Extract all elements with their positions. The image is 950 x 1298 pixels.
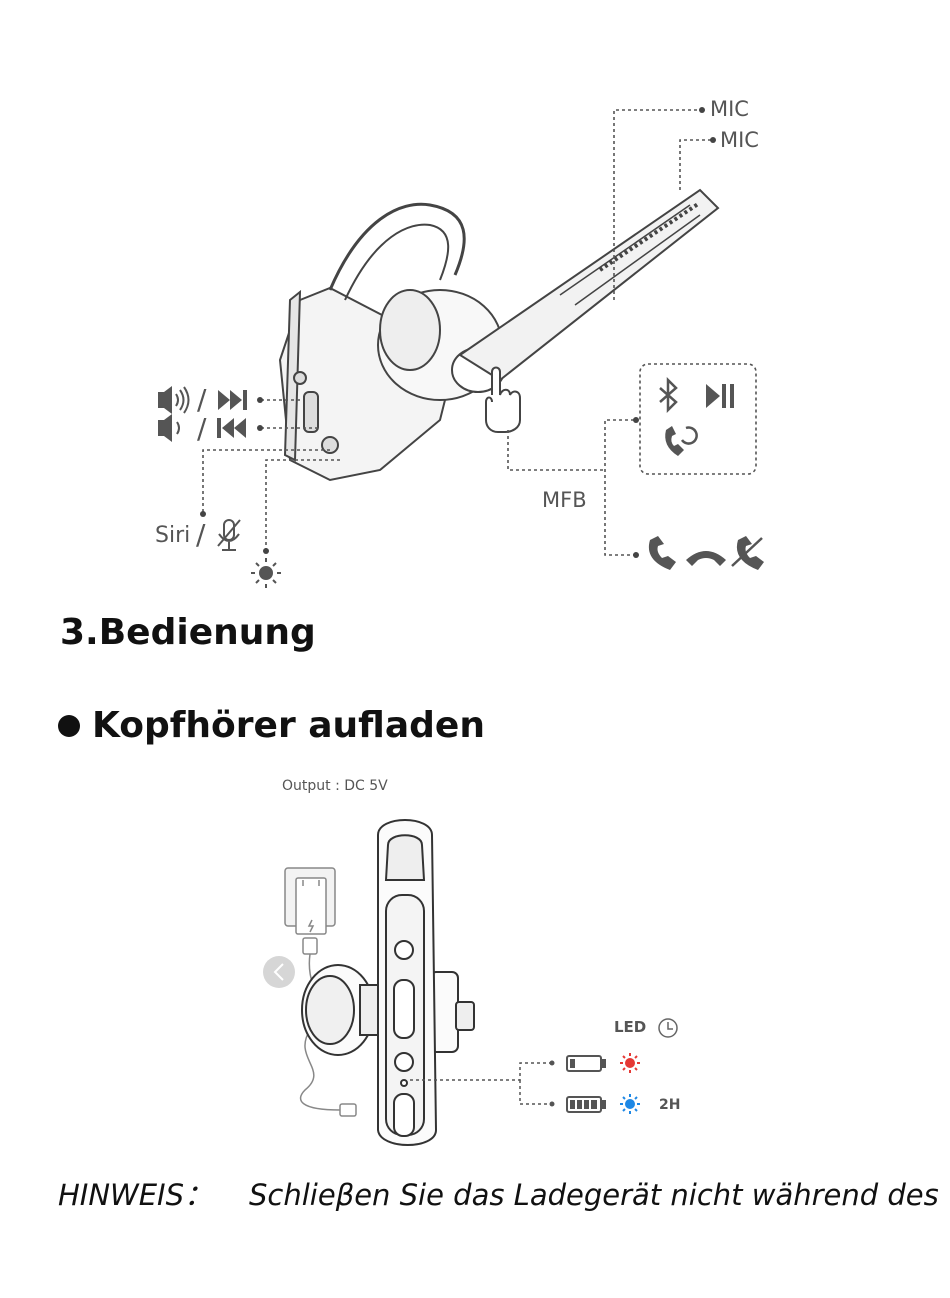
battery-low-icon xyxy=(566,1055,606,1072)
hang-up-icon xyxy=(686,551,726,566)
note-label: HINWEIS： xyxy=(58,1178,214,1212)
siri-label: Siri xyxy=(155,523,191,548)
output-label: Output : DC 5V xyxy=(282,778,388,794)
play-pause-icon xyxy=(706,384,734,408)
mic-mute-icon xyxy=(217,519,241,551)
reject-call-icon xyxy=(731,536,764,570)
note-line: HINWEIS： Schlieβen Sie das Ladegerät nich… xyxy=(58,1172,939,1214)
note-text: Schlieβen Sie das Ladegerät nicht währen… xyxy=(249,1178,939,1212)
section-heading-operation: 3.Bedienung xyxy=(60,612,316,653)
volume-up-icon xyxy=(158,386,190,414)
call-switch-icon xyxy=(665,426,698,456)
previous-track-icon xyxy=(217,418,246,438)
battery-full-icon xyxy=(566,1096,606,1113)
clock-icon xyxy=(658,1018,678,1038)
charge-duration-label: 2H xyxy=(659,1097,681,1113)
blue-led-icon xyxy=(620,1094,640,1114)
headset-side-view xyxy=(301,819,475,1146)
headset-diagram xyxy=(158,107,764,588)
mfb-label: MFB xyxy=(542,488,587,512)
mic-label-1: MIC xyxy=(710,97,749,121)
section-heading-charging: Kopfhörer aufladen xyxy=(58,705,485,746)
answer-call-icon xyxy=(648,536,676,570)
bullet-icon xyxy=(58,714,80,737)
red-led-icon xyxy=(620,1053,640,1073)
bluetooth-icon xyxy=(659,376,678,414)
wall-charger-icon xyxy=(284,867,336,955)
charging-heading-text: Kopfhörer aufladen xyxy=(92,705,485,746)
headset-illustration xyxy=(278,188,720,482)
led-label: LED xyxy=(614,1018,647,1036)
charging-diagram xyxy=(263,819,678,1146)
vol-up-slash: / xyxy=(197,383,207,416)
back-arrow-icon xyxy=(263,956,295,988)
side-buttons xyxy=(293,371,339,454)
next-track-icon xyxy=(218,390,247,410)
mic-label-2: MIC xyxy=(720,128,759,152)
vol-down-slash: / xyxy=(197,412,207,445)
siri-slash: / xyxy=(196,518,206,551)
volume-down-icon xyxy=(158,414,180,442)
finger-press-icon xyxy=(485,366,521,433)
led-light-icon xyxy=(251,558,281,588)
